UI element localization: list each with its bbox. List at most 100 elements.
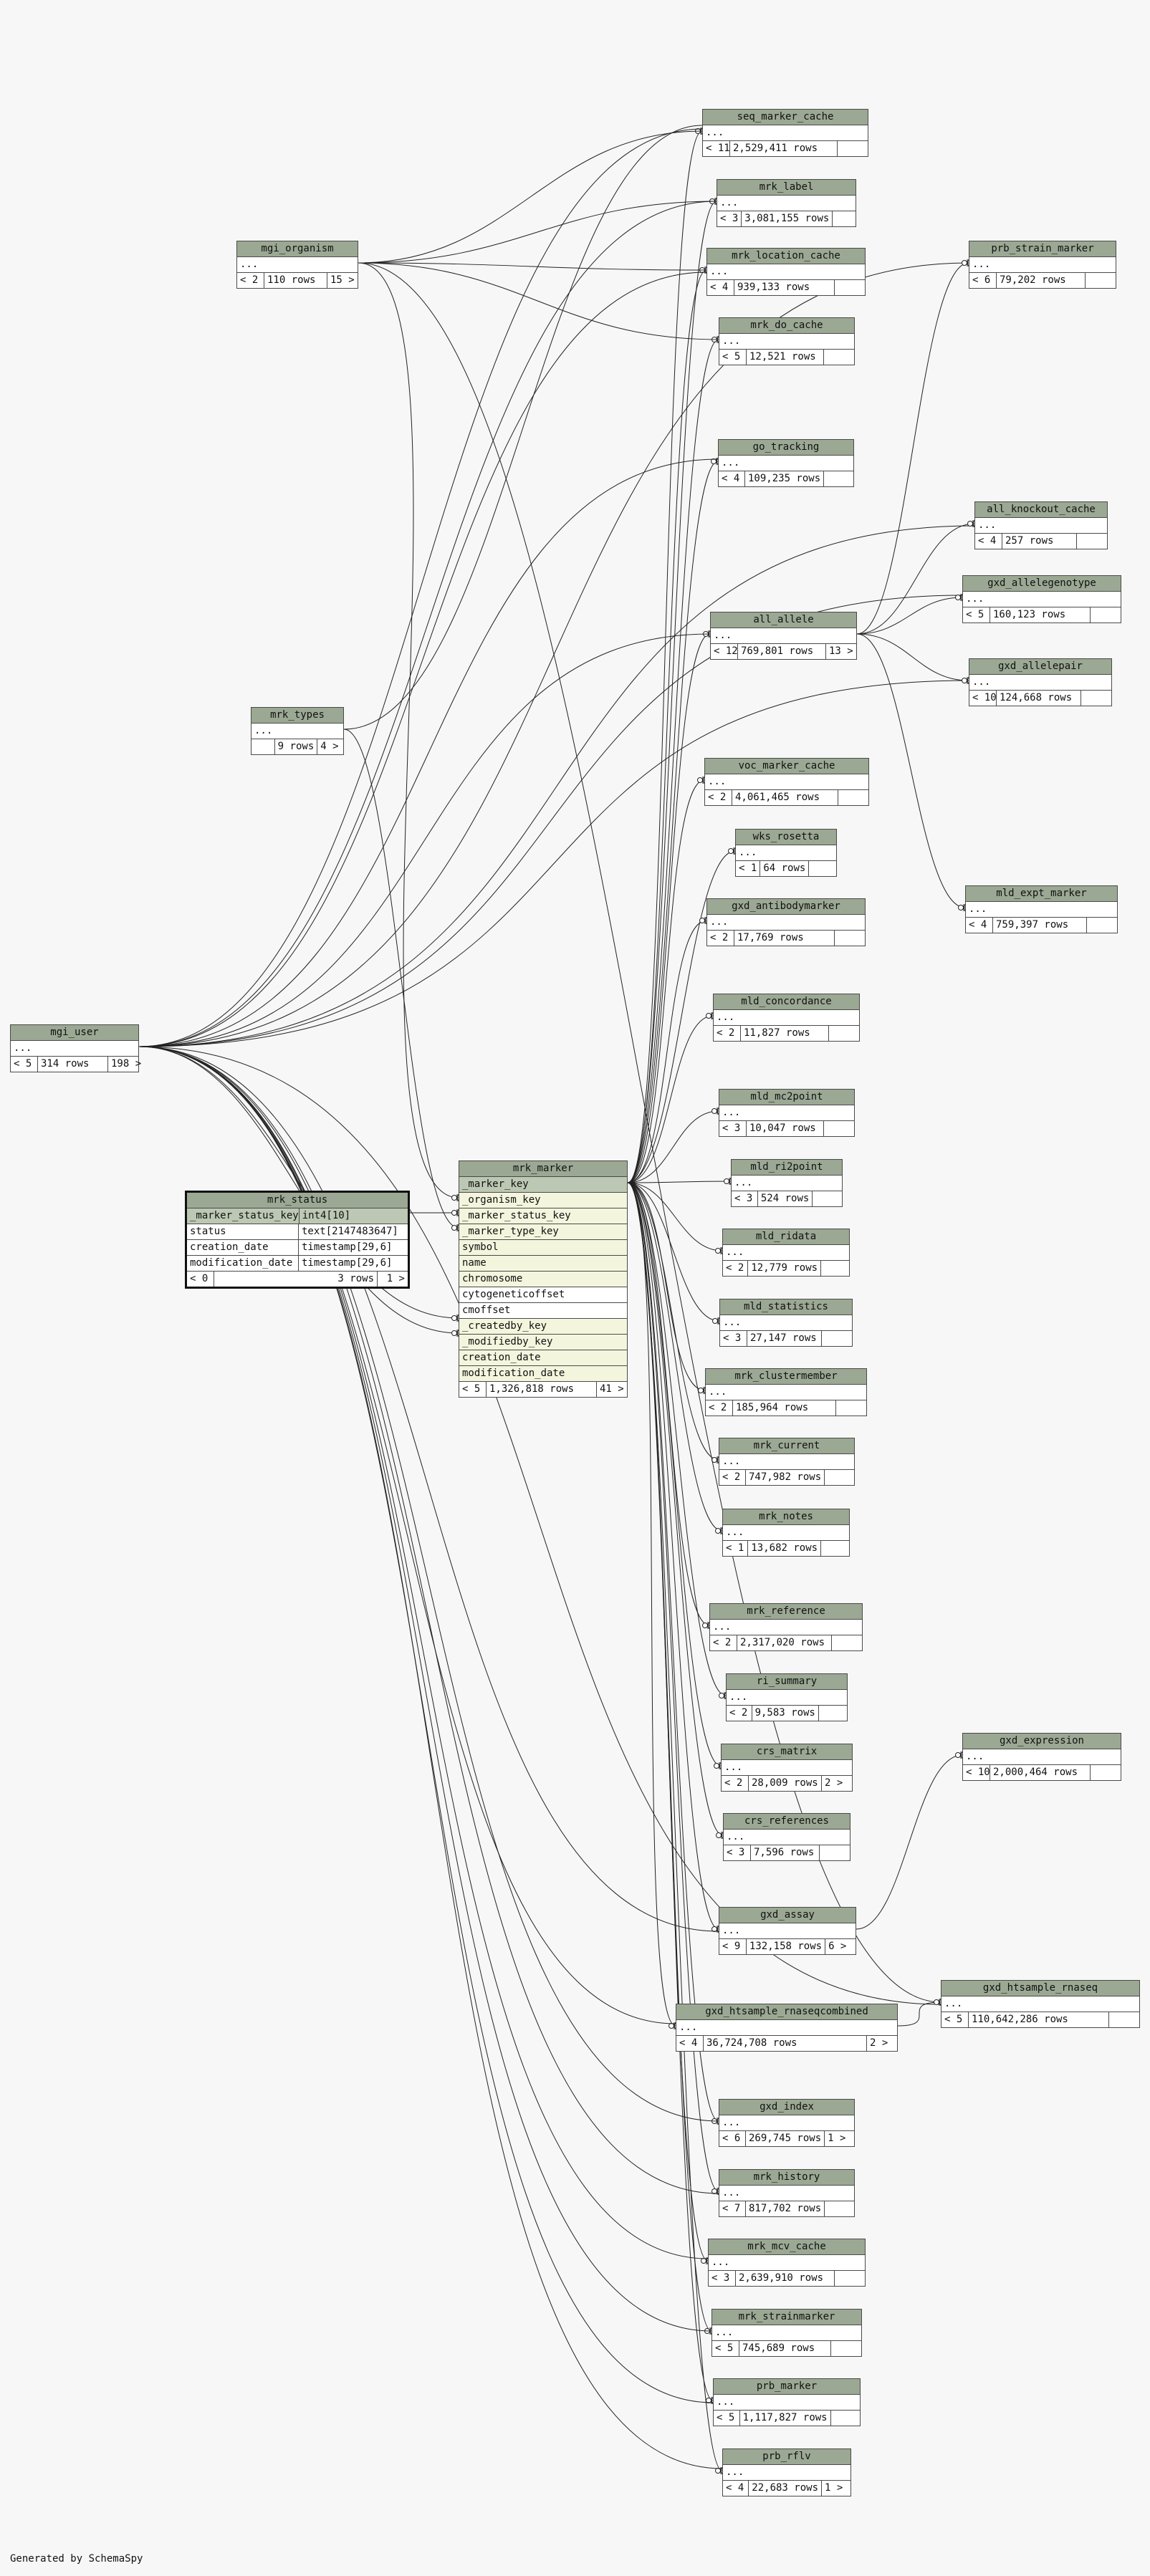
parents-count[interactable]: < 2 [706, 1400, 733, 1416]
parents-count[interactable]: < 3 [732, 1191, 758, 1206]
parents-count[interactable]: < 3 [724, 1845, 751, 1860]
parents-count[interactable] [251, 739, 275, 754]
children-count[interactable]: 41 > [600, 1383, 624, 1395]
parents-count[interactable]: < 2 [707, 931, 734, 946]
parents-count[interactable]: < 5 [11, 1057, 38, 1072]
parents-count[interactable]: < 11 [703, 141, 730, 156]
parents-count[interactable]: < 5 [712, 2341, 739, 2356]
parents-count[interactable]: < 2 [722, 1776, 749, 1791]
children-count[interactable] [838, 141, 868, 156]
children-count[interactable] [824, 471, 853, 486]
children-count[interactable] [822, 1331, 852, 1346]
children-count[interactable] [1109, 2012, 1139, 2027]
parents-count[interactable]: < 6 [969, 273, 997, 288]
parents-count[interactable]: < 5 [459, 1382, 487, 1397]
children-count[interactable]: 2 > [870, 2037, 888, 2049]
children-count[interactable]: 4 > [320, 741, 339, 752]
children-count[interactable] [836, 1400, 866, 1416]
children-count[interactable] [1077, 534, 1107, 549]
parents-count[interactable]: < 10 [969, 691, 997, 706]
parents-count[interactable]: < 3 [717, 211, 742, 226]
parents-count[interactable]: < 2 [705, 790, 732, 805]
children-count[interactable] [831, 2411, 860, 2426]
children-count[interactable] [1081, 691, 1111, 706]
children-count[interactable]: 15 > [330, 274, 355, 286]
parents-count[interactable]: < 4 [966, 918, 993, 933]
parents-count[interactable]: < 5 [714, 2411, 740, 2426]
children-count[interactable]: 6 > [828, 1941, 847, 1952]
parents-count[interactable]: < 0 [187, 1272, 214, 1287]
parents-count[interactable]: < 2 [714, 1026, 741, 1041]
children-count[interactable]: 1 > [825, 2482, 843, 2494]
parents-count[interactable]: < 2 [710, 1635, 737, 1650]
children-count[interactable]: 2 > [825, 1777, 843, 1789]
parents-count[interactable]: < 10 [963, 1765, 990, 1780]
parents-count[interactable]: < 9 [719, 1939, 747, 1954]
children-count[interactable]: 1 > [828, 2133, 846, 2144]
parents-count[interactable]: < 2 [237, 273, 264, 288]
children-count[interactable] [829, 1026, 859, 1041]
parents-count[interactable]: < 3 [720, 1331, 747, 1346]
children-count[interactable] [821, 1261, 849, 1276]
parents-count[interactable]: < 2 [723, 1261, 749, 1276]
children-count[interactable] [821, 1541, 849, 1556]
parents-count[interactable]: < 4 [719, 471, 745, 486]
parents-count[interactable]: < 3 [709, 2271, 736, 2286]
parents-count[interactable]: < 1 [723, 1541, 749, 1556]
parents-count[interactable]: < 7 [719, 2201, 746, 2216]
children-count[interactable] [824, 1121, 854, 1136]
parents-count[interactable]: < 4 [723, 2481, 749, 2496]
children-count[interactable] [824, 350, 854, 365]
parents-count[interactable]: < 4 [676, 2036, 704, 2051]
children-count[interactable] [809, 861, 836, 876]
children-count[interactable]: 1 > [386, 1273, 405, 1284]
table-mrk_marker[interactable]: mrk_marker _marker_key_organism_key_mark… [459, 1160, 628, 1398]
children-count[interactable] [1091, 1765, 1121, 1780]
parents-count[interactable]: < 12 [711, 644, 738, 659]
children-count[interactable] [832, 1635, 862, 1650]
parents-count[interactable]: < 5 [719, 350, 747, 365]
children-count[interactable] [835, 931, 865, 946]
children-count[interactable] [1091, 607, 1121, 623]
parents-count[interactable]: < 6 [719, 2131, 746, 2146]
children-count[interactable] [1086, 273, 1116, 288]
children-count[interactable] [835, 280, 865, 295]
parents-count[interactable]: < 4 [707, 280, 734, 295]
children-count[interactable] [1087, 918, 1117, 933]
parents-count[interactable]: < 2 [719, 1470, 746, 1485]
parents-count[interactable]: < 3 [719, 1121, 747, 1136]
